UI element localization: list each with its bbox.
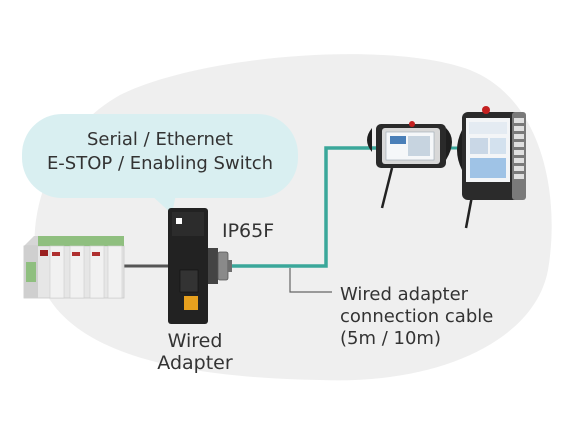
cable-label: Wired adapter connection cable (5m / 10m…	[340, 284, 493, 350]
wired-adapter-icon	[168, 208, 232, 324]
plc-module-icon	[23, 236, 125, 299]
adapter-label: Wired Adapter	[150, 330, 240, 374]
cable-pointer-line	[289, 268, 332, 293]
teach-pendant-landscape-icon	[367, 121, 452, 209]
cable-label-line-1: Wired adapter	[340, 284, 469, 305]
bubble-line-1: Serial / Ethernet	[87, 129, 233, 150]
cable-label-line-3: (5m / 10m)	[340, 328, 441, 349]
bubble-line-2: E-STOP / Enabling Switch	[46, 153, 274, 174]
cable-label-line-2: connection cable	[340, 306, 494, 327]
adapter-label-line-1: Wired	[167, 330, 223, 352]
bubble-caption: Serial / Ethernet E-STOP / Enabling Swit…	[30, 128, 290, 176]
connection-cable	[228, 146, 382, 268]
adapter-label-line-2: Adapter	[157, 352, 233, 374]
ip-rating-label: IP65F	[222, 220, 275, 242]
teach-pendant-portrait-icon	[457, 106, 526, 229]
